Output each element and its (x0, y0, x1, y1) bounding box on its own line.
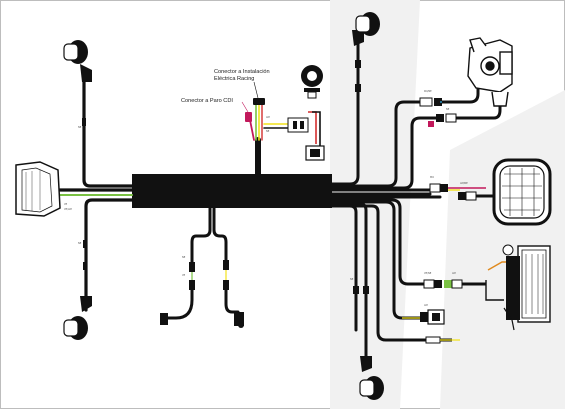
svg-text:RO/NE: RO/NE (424, 90, 432, 93)
instrument-gauge (492, 158, 552, 226)
cdi-relay-assembly (287, 111, 325, 161)
left-branch (58, 73, 134, 312)
background-shape (330, 0, 420, 409)
right-branch-connectors (353, 60, 369, 294)
upper-right-connectors (419, 80, 502, 127)
lower-center-branch (164, 206, 240, 320)
right-branch (330, 38, 442, 362)
racing-connector-label-line1: Conector a Instalación (214, 69, 270, 75)
lower-center-wire-colors (191, 270, 227, 280)
svg-text:VE: VE (64, 203, 68, 206)
svg-text:NE: NE (350, 278, 354, 281)
svg-text:NE: NE (78, 242, 82, 245)
svg-text:AM: AM (452, 272, 456, 275)
svg-text:NE: NE (182, 256, 186, 259)
turn-signal-front-right (63, 296, 92, 340)
svg-text:VE: VE (182, 274, 186, 277)
lower-center-connectors (160, 260, 244, 328)
svg-text:MO: MO (430, 176, 434, 179)
main-harness-trunk (132, 174, 332, 208)
horn (301, 65, 323, 99)
racing-connector-label-line2: Eléctrica Racing (214, 76, 254, 82)
rectifier (402, 309, 445, 325)
headlight (15, 161, 61, 217)
cdi-connector-label: Conector a Paro CDI (181, 98, 233, 104)
svg-text:AM: AM (424, 304, 428, 307)
top-branch (249, 103, 291, 177)
tail-light (485, 244, 551, 331)
left-connectors (82, 118, 87, 270)
bottom-cable (420, 336, 460, 344)
wire-code-annotations: VE VE/AM NE NE NE VE AM NE RO/NE NE MO A… (64, 90, 468, 307)
gauge-connectors (429, 183, 494, 201)
svg-text:NE: NE (78, 126, 82, 129)
racing-connector-plug (245, 98, 265, 122)
turn-signal-rear-bottom (359, 356, 384, 400)
label-leaders (241, 81, 259, 113)
turn-signal-rear-top (352, 12, 380, 46)
turn-signal-front-left (63, 40, 92, 82)
throttle-body (467, 37, 513, 107)
svg-text:VE/AM: VE/AM (64, 208, 72, 211)
svg-text:NE: NE (446, 108, 450, 111)
svg-text:AM/NE: AM/NE (460, 182, 468, 185)
svg-text:NE: NE (266, 130, 270, 133)
svg-text:AM: AM (266, 116, 270, 119)
svg-text:VE/NE: VE/NE (424, 272, 432, 275)
tail-light-connectors (423, 279, 486, 289)
